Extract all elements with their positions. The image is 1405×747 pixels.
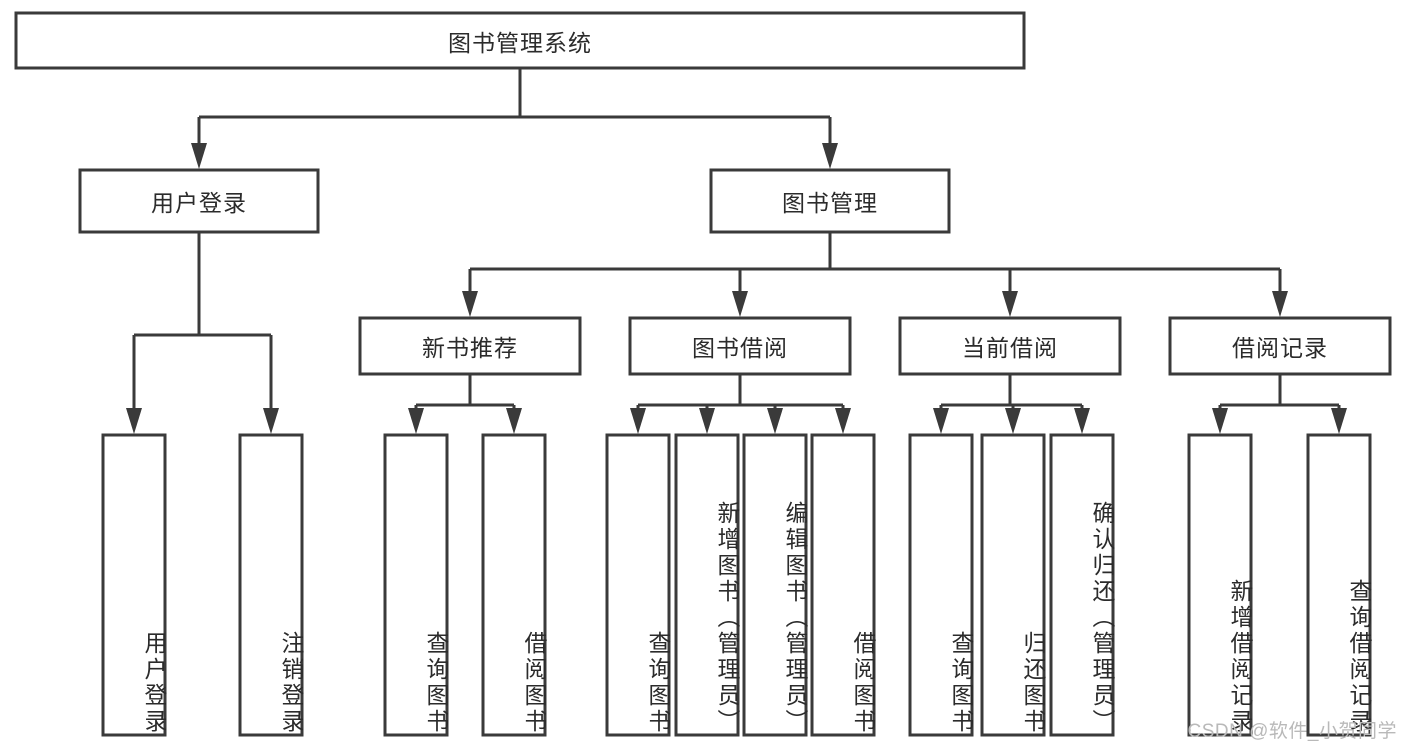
arrow-head-icon xyxy=(1005,408,1021,434)
arrow-head-icon xyxy=(933,408,949,434)
node-box-leaf_query_record[interactable] xyxy=(1306,433,1372,737)
arrow-head-icon xyxy=(462,291,478,317)
arrow-head-icon xyxy=(1272,291,1288,317)
arrow-head-icon xyxy=(1331,408,1347,434)
node-box-leaf_user_logout[interactable] xyxy=(238,433,304,737)
arrow-head-icon xyxy=(263,408,279,434)
arrow-head-icon xyxy=(1002,291,1018,317)
arrow-head-icon xyxy=(732,291,748,317)
arrow-head-icon xyxy=(835,408,851,434)
node-box-leaf_borrow_book_a[interactable] xyxy=(481,433,547,737)
node-box-book_borrow[interactable] xyxy=(628,316,852,376)
node-box-leaf_confirm_return[interactable] xyxy=(1049,433,1115,737)
node-box-leaf_query_book_b[interactable] xyxy=(605,433,671,737)
arrow-head-icon xyxy=(699,408,715,434)
node-box-new_book_rec[interactable] xyxy=(358,316,582,376)
node-box-user_login[interactable] xyxy=(78,168,320,234)
arrow-head-icon xyxy=(191,143,207,169)
node-box-book_manage[interactable] xyxy=(709,168,951,234)
node-box-leaf_user_login[interactable] xyxy=(101,433,167,737)
node-box-leaf_query_book_c[interactable] xyxy=(908,433,974,737)
arrow-head-icon xyxy=(822,143,838,169)
node-box-leaf_query_book_a[interactable] xyxy=(383,433,449,737)
node-box-borrow_record[interactable] xyxy=(1168,316,1392,376)
node-box-leaf_add_book[interactable] xyxy=(674,433,740,737)
arrow-head-icon xyxy=(126,408,142,434)
arrow-head-icon xyxy=(1074,408,1090,434)
arrow-head-icon xyxy=(408,408,424,434)
node-box-leaf_borrow_book_b[interactable] xyxy=(810,433,876,737)
arrow-head-icon xyxy=(630,408,646,434)
arrow-head-icon xyxy=(506,408,522,434)
node-box-leaf_add_record[interactable] xyxy=(1187,433,1253,737)
arrow-head-icon xyxy=(767,408,783,434)
node-box-leaf_return_book[interactable] xyxy=(980,433,1046,737)
connector-layer xyxy=(126,68,1347,434)
box-layer xyxy=(14,11,1392,737)
node-box-leaf_edit_book[interactable] xyxy=(742,433,808,737)
arrow-head-icon xyxy=(1212,408,1228,434)
node-box-current_borrow[interactable] xyxy=(898,316,1122,376)
node-box-root[interactable] xyxy=(14,11,1026,70)
